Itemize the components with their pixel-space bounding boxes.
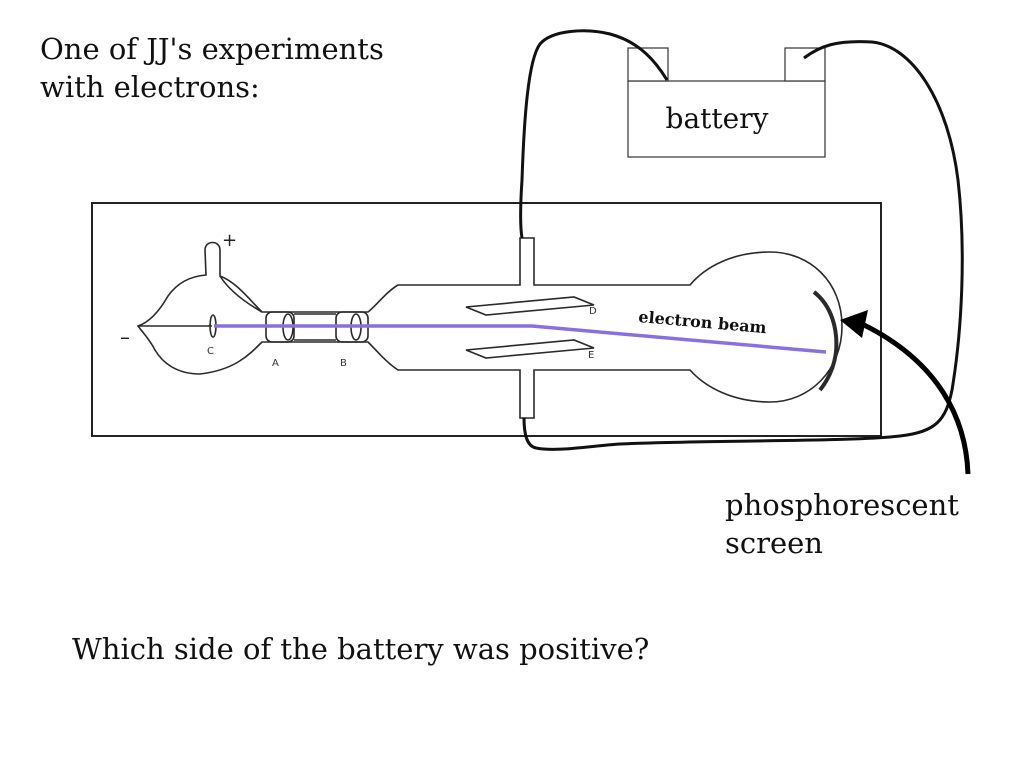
electrode-label-d: D	[589, 306, 597, 317]
electrode-label-a: A	[272, 358, 279, 369]
question-text: Which side of the battery was positive?	[72, 632, 650, 666]
electron-beam	[214, 324, 827, 354]
phosphorescent-screen-label: phosphorescent screen	[725, 486, 959, 562]
arrow-head-icon	[840, 310, 868, 338]
apparatus-frame	[91, 202, 882, 437]
cathode-ray-tube	[136, 237, 843, 419]
heading-line-2: with electrons:	[40, 70, 260, 104]
anode-lead	[219, 275, 263, 313]
battery-terminal-left	[627, 47, 669, 82]
battery-label: battery	[666, 102, 769, 135]
arrow-shaft	[860, 321, 971, 475]
battery-body	[627, 80, 826, 158]
plus-sign: +	[222, 230, 237, 251]
screen-label-line-2: screen	[725, 526, 823, 560]
electrode-label-b: B	[340, 358, 347, 369]
deflection-plate-d	[465, 296, 595, 316]
battery: battery	[627, 47, 826, 158]
tube-left-bulb	[136, 237, 843, 419]
minus-sign: –	[120, 325, 130, 349]
electrode-label-e: E	[588, 350, 594, 361]
screen-label-line-1: phosphorescent	[725, 488, 959, 522]
wire-right-terminal-to-plate-e	[522, 40, 964, 451]
battery-terminal-right	[784, 47, 826, 82]
phosphorescent-screen	[812, 290, 839, 392]
circuit-wires	[519, 29, 964, 451]
deflection-plate-e	[465, 339, 595, 359]
wire-left-terminal-to-plate-d	[519, 29, 669, 239]
slide-heading: One of JJ's experiments with electrons:	[40, 30, 480, 106]
electrode-labels: C A B D E	[207, 306, 597, 369]
heading-line-1: One of JJ's experiments	[40, 32, 384, 66]
screen-pointer-arrow	[840, 310, 971, 475]
electrode-label-c: C	[207, 346, 214, 357]
